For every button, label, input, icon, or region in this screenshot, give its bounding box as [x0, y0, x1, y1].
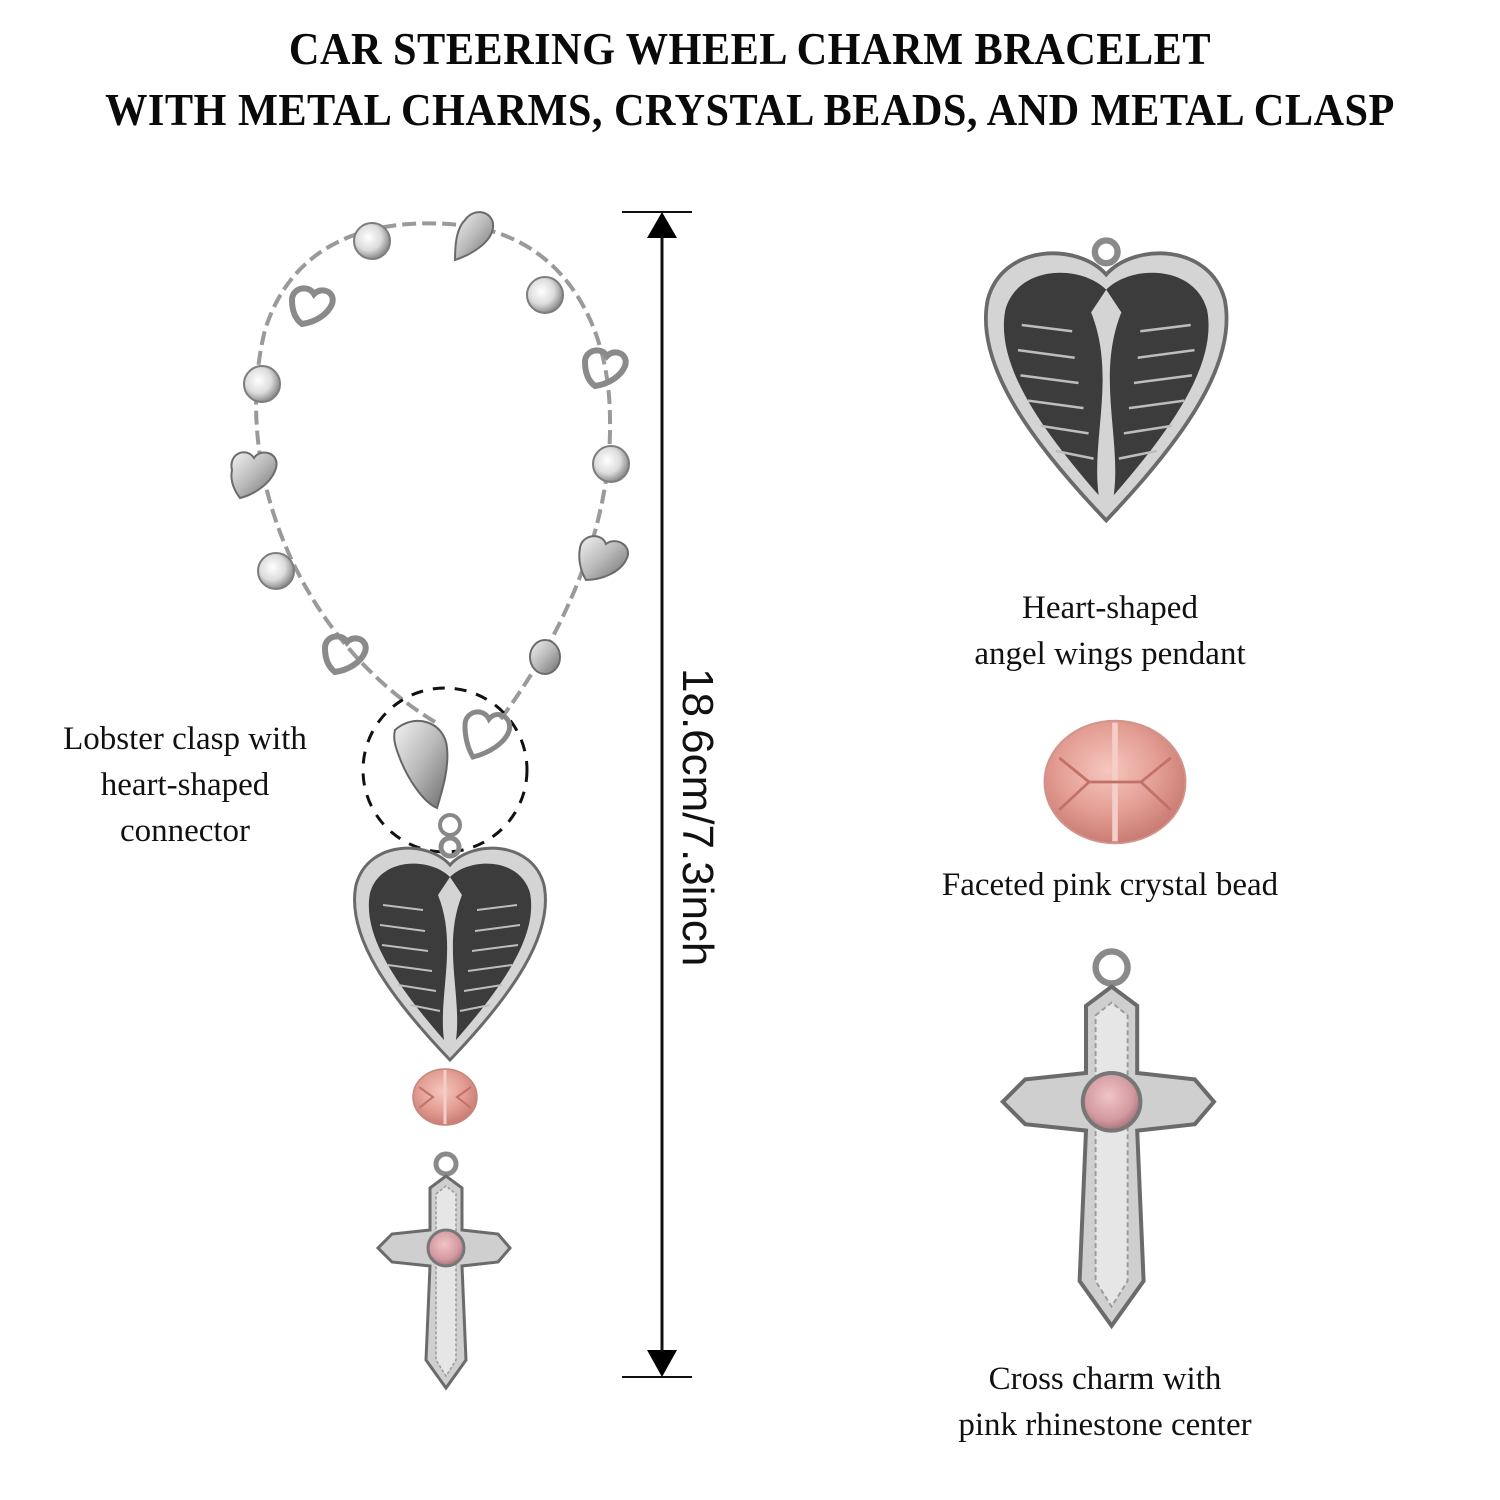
- clasp-caption-line-3: connector: [119, 813, 251, 849]
- cross-caption-line-1: Cross charm with: [988, 1361, 1222, 1397]
- cross-charm-small: [375, 1151, 512, 1391]
- heart-connector-icon: [462, 709, 513, 760]
- clasp-caption-line-1: Lobster clasp with: [63, 721, 307, 757]
- angel-wings-heart-pendant-large: [984, 237, 1229, 524]
- pink-crystal-bead-small: [412, 1068, 478, 1126]
- page-title-line-2: WITH METAL CHARMS, CRYSTAL BEADS, AND ME…: [105, 84, 1395, 135]
- lobster-clasp-icon: [393, 720, 449, 810]
- cross-charm-large: [999, 948, 1217, 1330]
- dimension-arrow: [622, 211, 692, 1378]
- bead-caption: Faceted pink crystal bead: [880, 862, 1340, 908]
- dimension-label: 18.6cm/7.3inch: [673, 668, 722, 967]
- clasp-caption-line-2: heart-shaped: [100, 767, 270, 803]
- bead-caption-line-1: Faceted pink crystal bead: [941, 867, 1279, 903]
- clasp-caption: Lobster clasp with heart-shaped connecto…: [30, 716, 340, 854]
- page-title-line-1: CAR STEERING WHEEL CHARM BRACELET: [288, 23, 1212, 74]
- cross-caption: Cross charm with pink rhinestone center: [900, 1356, 1310, 1448]
- pendant-caption-line-1: Heart-shaped: [1022, 590, 1198, 626]
- pendant-caption-line-2: angel wings pendant: [974, 636, 1246, 672]
- cross-caption-line-2: pink rhinestone center: [958, 1407, 1252, 1443]
- pink-crystal-bead-large: [1043, 719, 1187, 845]
- angel-wings-heart-pendant-small: [353, 835, 547, 1063]
- pendant-caption: Heart-shaped angel wings pendant: [900, 585, 1320, 677]
